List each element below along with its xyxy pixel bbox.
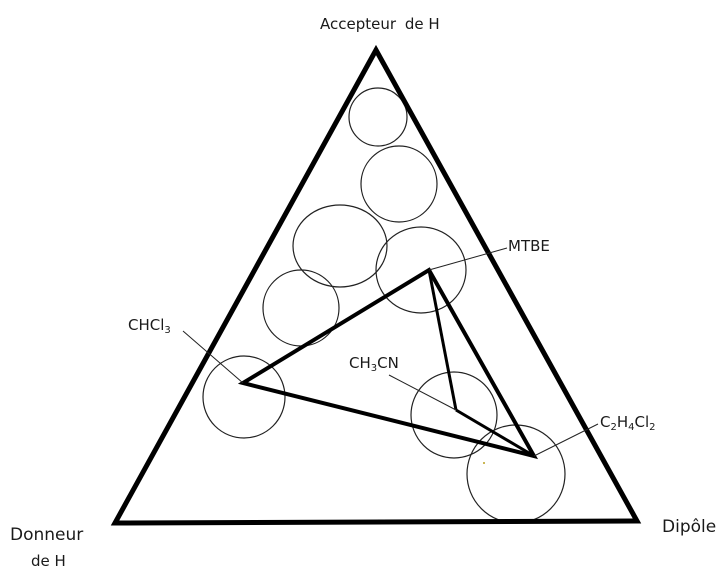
chcl3-base: CHCl — [128, 316, 165, 334]
c2h4cl2-base3: Cl — [634, 413, 650, 431]
ch3cn-to-c2h4cl2-line — [455, 408, 535, 458]
vertex-right-label-dipole: Dipôle — [662, 517, 717, 537]
c2h4cl2-sub2: 4 — [628, 422, 635, 433]
ch3cn-sub1: 3 — [370, 363, 378, 374]
c2h4cl2-leader — [533, 423, 599, 457]
group-circle-3 — [292, 204, 388, 288]
c2h4cl2-sub1: 2 — [610, 422, 617, 433]
group-circle-6 — [202, 355, 286, 439]
solvent-triangle-outer — [237, 267, 539, 460]
c2h4cl2-sub3: 2 — [649, 422, 656, 433]
mtbe-to-ch3cn-line — [427, 269, 458, 411]
chcl3-sub: 3 — [164, 325, 171, 336]
speck-dot — [483, 462, 485, 464]
ch3cn-base1: CH — [349, 354, 371, 372]
vertex-top-label-part2: de H — [404, 15, 440, 33]
main-triangle — [110, 44, 642, 526]
solvent-group-circles — [202, 87, 566, 524]
ch3cn-leader — [388, 374, 457, 411]
group-circle-8 — [466, 424, 566, 524]
vertex-label-hbond-acceptor: Accepteur de H — [320, 17, 440, 32]
chcl3-leader — [182, 330, 244, 384]
group-circle-5 — [262, 269, 340, 347]
vertex-left-label-line2: de H — [31, 552, 66, 570]
mtbe-leader — [428, 247, 508, 271]
ch3cn-base2: CN — [377, 354, 399, 372]
solvent-label-c2h4cl2: C2H4Cl2 — [600, 413, 656, 433]
label-leader-lines — [182, 247, 599, 457]
c2h4cl2-base2: H — [616, 413, 629, 431]
solvent-label-ch3cn: CH3CN — [349, 354, 399, 374]
group-circle-7 — [410, 371, 498, 459]
group-circle-1 — [348, 87, 408, 147]
vertex-left-label-line1: Donneur — [10, 525, 84, 545]
solvent-label-mtbe: MTBE — [508, 237, 550, 255]
vertex-top-label-part1: Accepteur — [320, 15, 397, 33]
solvent-label-chcl3: CHCl3 — [128, 316, 171, 336]
group-circle-4 — [375, 226, 467, 314]
c2h4cl2-base1: C — [600, 413, 611, 431]
group-circle-2 — [360, 145, 438, 223]
